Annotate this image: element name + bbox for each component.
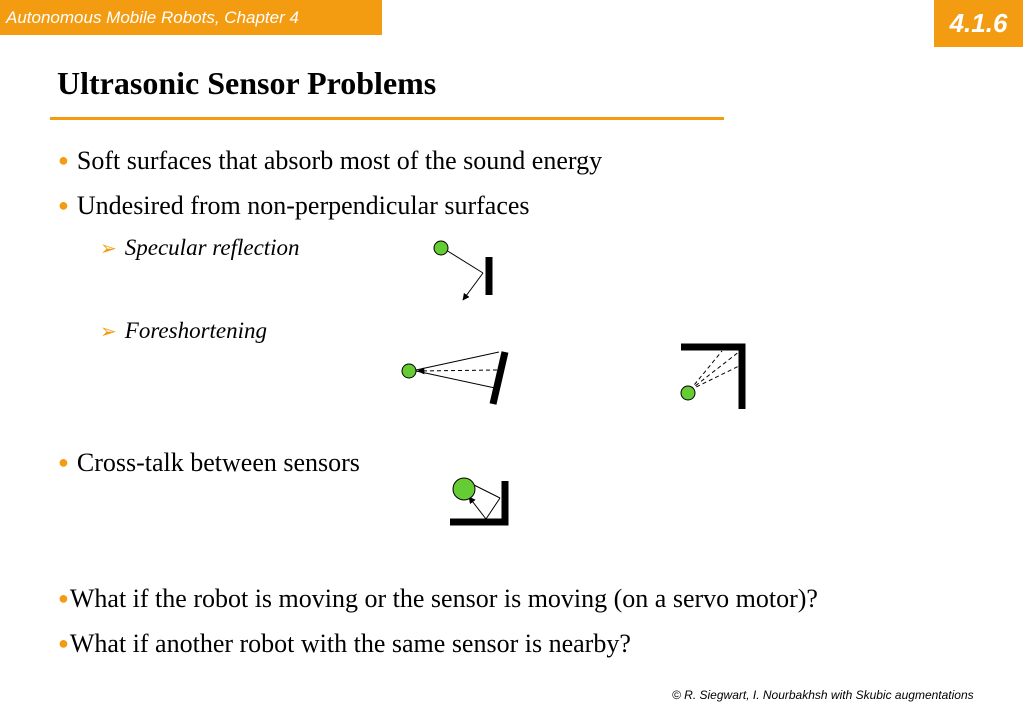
section-number-badge: 4.1.6 xyxy=(934,0,1023,47)
beam-edge xyxy=(415,351,500,371)
sub-bullet-specular: ➢Specular reflection xyxy=(100,235,300,260)
bullet-dot-icon: ● xyxy=(58,588,69,608)
question-nearby-robot: ●What if another robot with the same sen… xyxy=(58,629,631,658)
sensor-circle xyxy=(401,363,417,379)
slide-title: Ultrasonic Sensor Problems xyxy=(57,65,437,101)
footer-credit: © R. Siegwart, I. Nourbakhsh with Skubic… xyxy=(672,688,974,702)
corner-wall xyxy=(450,481,509,526)
ray xyxy=(473,484,501,499)
bullet-dot-icon: ● xyxy=(58,452,69,472)
specular-reflection-diagram xyxy=(433,240,493,301)
foreshortening-diagram xyxy=(401,351,509,405)
echo-ray xyxy=(689,365,740,391)
bullet-cross-talk: ●Cross-talk between sensors xyxy=(58,448,360,477)
title-underline xyxy=(50,117,724,120)
sub-bullet-foreshortening: ➢Foreshortening xyxy=(100,318,268,343)
sensor-circle xyxy=(680,385,696,401)
corner-wall xyxy=(681,343,746,409)
sensor-circle xyxy=(452,477,476,501)
echo-ray xyxy=(417,367,498,375)
question-moving: ●What if the robot is moving or the sens… xyxy=(58,584,818,613)
bullet-dot-icon: ● xyxy=(58,150,69,170)
cross-talk-diagram xyxy=(450,477,509,526)
sensor-circle xyxy=(433,240,449,256)
beam-edge xyxy=(415,370,496,389)
ray xyxy=(468,496,487,520)
bullet-dot-icon: ● xyxy=(58,195,69,215)
chapter-banner: Autonomous Mobile Robots, Chapter 4 xyxy=(0,0,382,35)
ray xyxy=(485,497,501,520)
echo-ray xyxy=(689,350,741,391)
wall-segment xyxy=(489,351,509,405)
bullet-dot-icon: ● xyxy=(58,633,69,653)
corner-diagram xyxy=(680,343,746,409)
incident-ray xyxy=(445,249,484,274)
echo-ray xyxy=(689,350,723,391)
arrow-bullet-icon: ➢ xyxy=(100,321,117,343)
arrow-bullet-icon: ➢ xyxy=(100,238,117,260)
reflected-ray xyxy=(462,272,484,301)
bullet-soft-surfaces: ●Soft surfaces that absorb most of the s… xyxy=(58,146,603,175)
bullet-non-perpendicular: ●Undesired from non-perpendicular surfac… xyxy=(58,191,530,220)
